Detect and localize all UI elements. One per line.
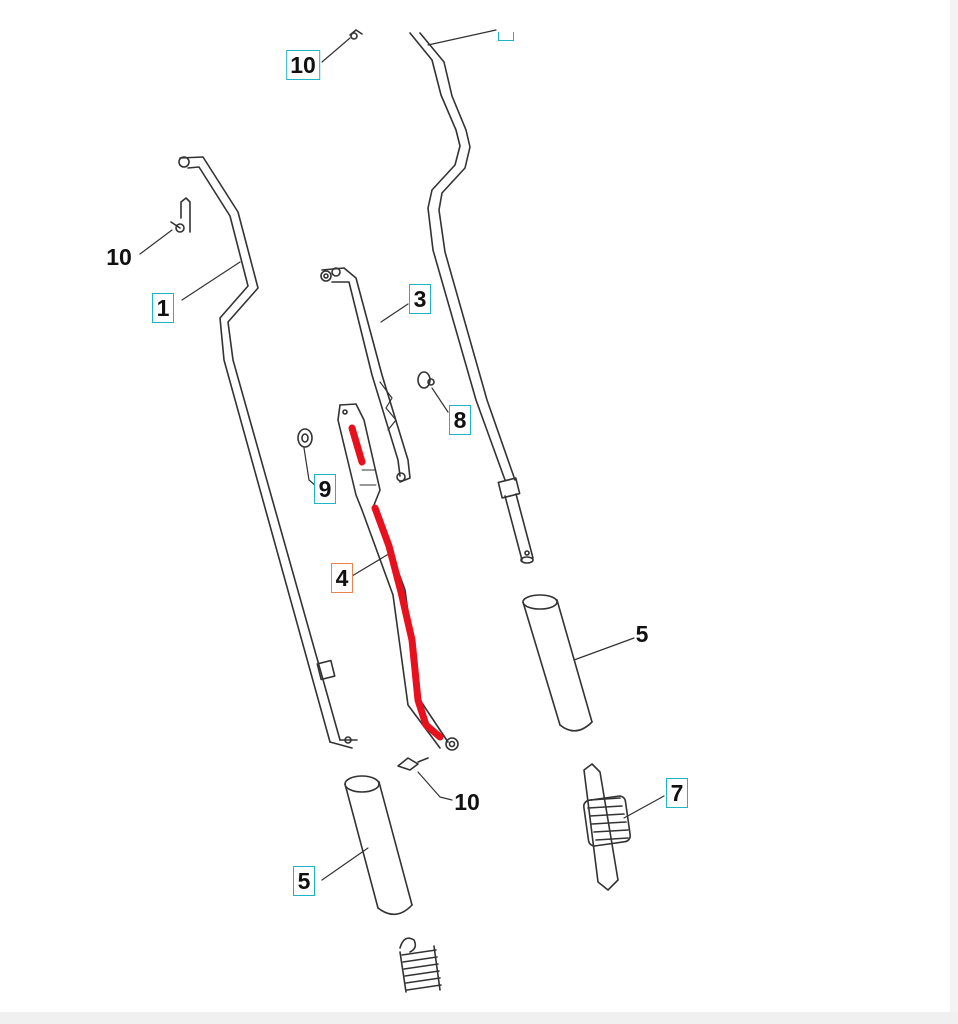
callout-10-left[interactable]: 10 xyxy=(106,244,132,270)
callout-5-right[interactable]: 5 xyxy=(635,621,649,647)
leader-5-left xyxy=(321,847,369,881)
callout-8[interactable]: 8 xyxy=(449,405,471,435)
bottom-margin-strip xyxy=(0,1012,958,1024)
leader-2-top xyxy=(427,29,497,46)
callout-1[interactable]: 1 xyxy=(152,293,174,323)
callout-10-top[interactable]: 10 xyxy=(286,50,320,80)
callout-7[interactable]: 7 xyxy=(666,778,688,808)
clip-pin-bottom xyxy=(397,757,429,771)
callout-3[interactable]: 3 xyxy=(409,284,431,314)
extension-spring xyxy=(582,763,632,891)
highlighted-adjustment-rod xyxy=(348,424,444,741)
grip-sleeve-left xyxy=(344,775,413,916)
callout-10-bottom[interactable]: 10 xyxy=(454,789,480,815)
clip-pin-top xyxy=(349,29,363,40)
leader-10-top xyxy=(321,37,351,63)
leader-3 xyxy=(380,303,409,323)
leader-10-left xyxy=(139,229,173,255)
leader-1 xyxy=(181,261,241,301)
callout-9[interactable]: 9 xyxy=(314,474,336,504)
spring-bottom xyxy=(399,937,442,993)
leader-10-bottom xyxy=(417,771,453,801)
left-handle-rod xyxy=(178,156,358,749)
right-handle-rod xyxy=(409,32,534,564)
leader-9 xyxy=(303,447,317,487)
leader-8 xyxy=(431,387,449,413)
callout-2-cutoff xyxy=(498,32,514,41)
pin-bolt xyxy=(417,371,435,389)
leader-5-right xyxy=(573,637,635,661)
hex-nut xyxy=(297,428,313,448)
clip-pin-left xyxy=(170,197,191,233)
callout-4[interactable]: 4 xyxy=(331,563,353,593)
callout-5-left[interactable]: 5 xyxy=(293,866,315,896)
upper-link-bar xyxy=(320,267,411,483)
grip-sleeve-right xyxy=(522,594,593,732)
right-margin-strip xyxy=(950,0,958,1024)
leader-7 xyxy=(623,795,665,819)
leader-4 xyxy=(351,551,393,577)
